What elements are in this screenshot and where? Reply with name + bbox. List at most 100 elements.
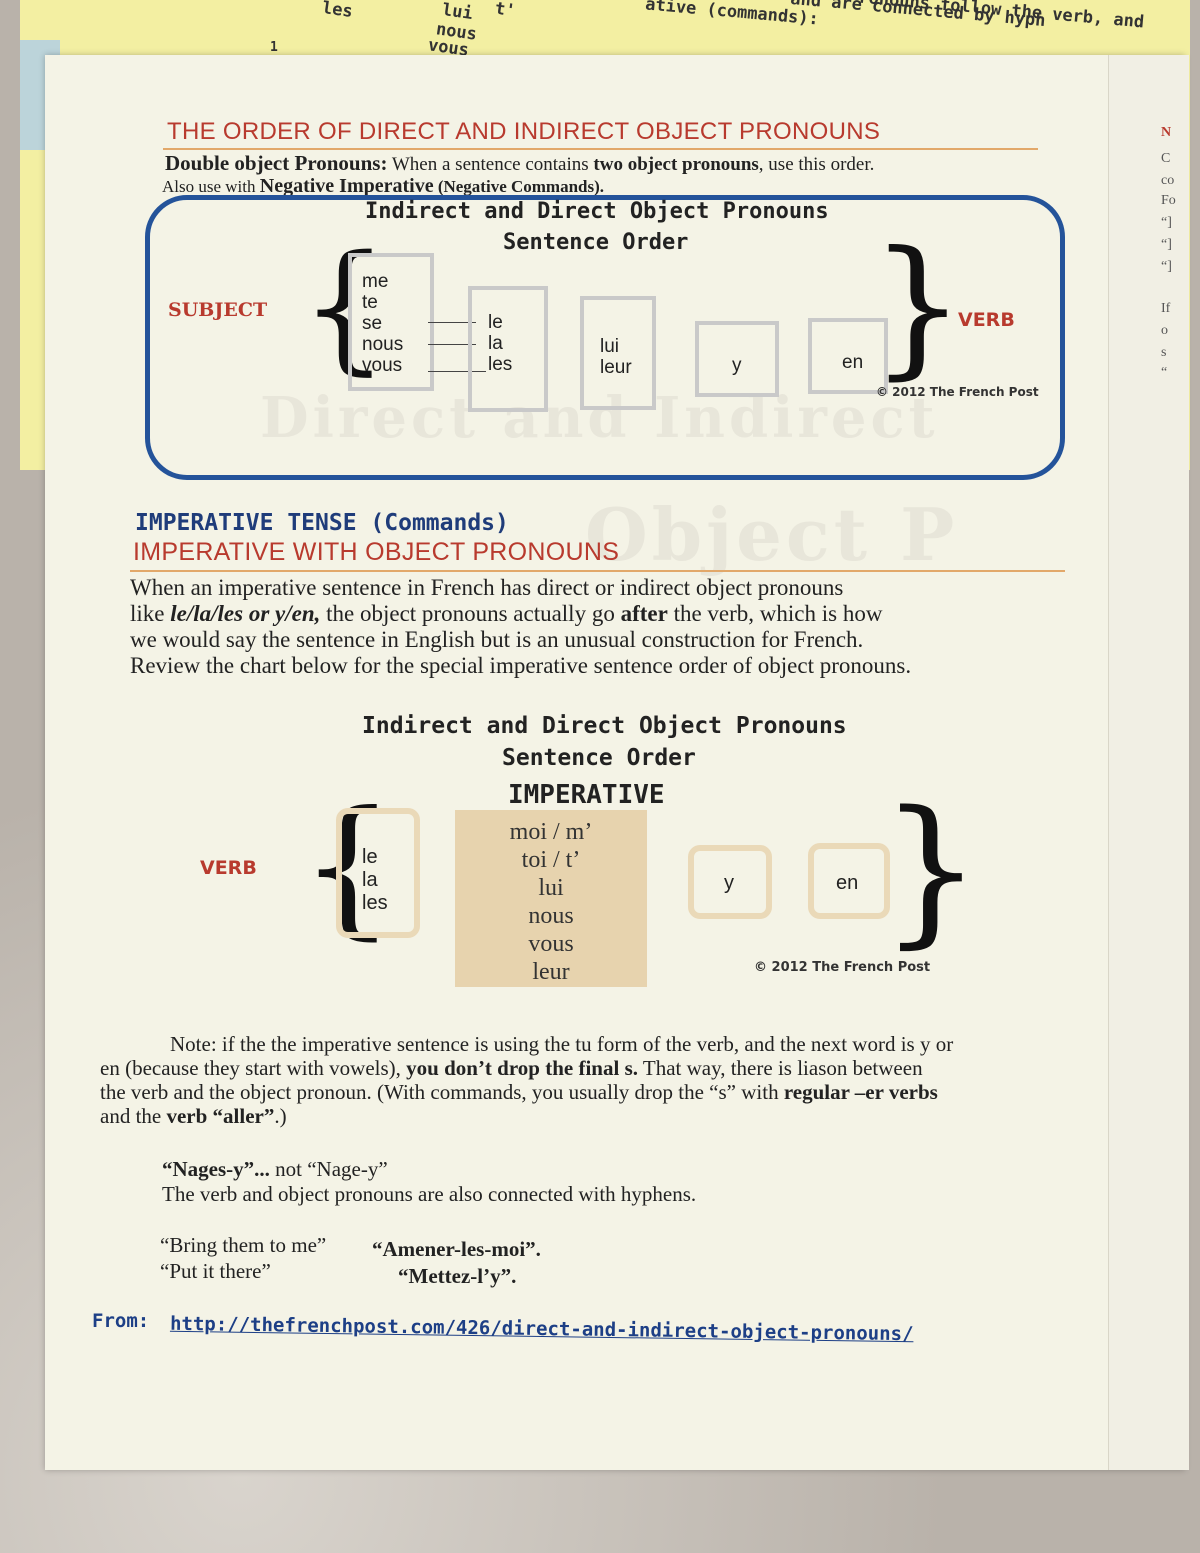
pronoun: la <box>362 869 378 891</box>
adjacent-page-strip: N C co Fo “] “] “] If o s “ <box>1108 55 1189 1470</box>
side-letter: co <box>1161 173 1175 188</box>
verb-label: VERB <box>958 309 1015 331</box>
example-hyphens: The verb and object pronouns are also co… <box>162 1182 697 1206</box>
intro-bold2: two object pronouns <box>593 154 759 175</box>
connector-line <box>428 371 486 372</box>
pronoun: nous <box>528 903 574 929</box>
para-line: Review the chart below for the special i… <box>130 653 912 678</box>
side-letter: Fo <box>1161 193 1176 208</box>
back-fragment: t' <box>493 0 517 22</box>
pronoun: la <box>488 333 503 354</box>
note-line: and the verb “aller”.) <box>100 1104 1100 1128</box>
example-english: “Bring them to me” <box>160 1233 327 1257</box>
right-brace: } <box>880 776 982 963</box>
diagram2-subtitle: Sentence Order <box>502 745 696 771</box>
diagram1-frame <box>145 195 1065 480</box>
pronoun: en <box>836 872 859 894</box>
note-text: the verb and the object pronoun. (With c… <box>100 1080 784 1104</box>
subject-label: SUBJECT <box>168 299 268 321</box>
pronoun: le <box>488 312 503 333</box>
heading-rule <box>163 148 1038 150</box>
diagram1-title: Indirect and Direct Object Pronouns <box>365 199 829 224</box>
side-letter: o <box>1161 323 1168 338</box>
section1-heading: THE ORDER OF DIRECT AND INDIRECT OBJECT … <box>167 118 881 145</box>
example-french: “Mettez-l’y”. <box>398 1264 517 1288</box>
imperative-heading: IMPERATIVE TENSE (Commands) <box>135 510 509 536</box>
note-bold: you don’t drop the final s. <box>406 1056 638 1080</box>
pronoun: en <box>842 352 864 373</box>
pronoun-box-direct: le la les <box>336 808 420 938</box>
copyright: © 2012 The French Post <box>754 960 931 975</box>
side-letter: If <box>1161 301 1171 316</box>
pronoun: moi / m’ <box>509 819 593 845</box>
para-bold: after <box>620 601 668 626</box>
pronoun-box-y: y <box>688 845 772 919</box>
para-line: When an imperative sentence in French ha… <box>130 575 844 600</box>
line2-start: Also use with <box>162 177 260 196</box>
diagram2-title: Indirect and Direct Object Pronouns <box>362 713 847 739</box>
section1-intro: Double object Pronouns: When a sentence … <box>165 151 874 176</box>
line2-bold: Negative Imperative <box>259 175 434 197</box>
example-english: “Put it there” <box>160 1259 271 1283</box>
line2-end: (Negative Commands). <box>433 177 605 196</box>
example-bold: “Nages-y”... <box>162 1157 270 1181</box>
para-text: the object pronouns actually go <box>326 601 621 626</box>
pronoun: se <box>362 313 383 334</box>
side-letter: “] <box>1161 237 1172 252</box>
pronoun: lui <box>600 336 620 357</box>
para-text: the verb, which is how <box>667 601 883 626</box>
side-letter: “] <box>1161 259 1172 274</box>
main-page <box>45 55 1185 1470</box>
intro-text: When a sentence contains <box>387 154 594 175</box>
pronoun-box-direct: le la les <box>468 286 548 412</box>
imperative-paragraph: When an imperative sentence in French ha… <box>130 575 911 679</box>
note-text: en (because they start with vowels), <box>100 1056 407 1080</box>
imperative-subheading: IMPERATIVE WITH OBJECT PRONOUNS <box>133 538 620 566</box>
note-text: and the <box>100 1104 167 1128</box>
side-letter: s <box>1161 345 1167 360</box>
intro-bold: Double object Pronouns: <box>165 151 388 175</box>
pronoun-box-indirect: lui leur <box>580 296 656 410</box>
para-like-bold: le/la/les or y/en, <box>170 601 321 626</box>
pronoun: le <box>362 846 378 868</box>
back-fragment: 1 <box>270 40 278 55</box>
side-letter: C <box>1161 151 1171 166</box>
note-text: .) <box>274 1104 287 1128</box>
pronoun-box-y: y <box>695 321 779 397</box>
note-line: Note: if the the imperative sentence is … <box>170 1032 954 1056</box>
pronoun-box-en: en <box>808 318 888 394</box>
pronoun: leur <box>532 959 570 985</box>
diagram1-subtitle: Sentence Order <box>503 230 689 255</box>
pronoun: me <box>362 271 389 292</box>
pronoun-box-en: en <box>808 843 890 919</box>
pronoun-block-indirect: moi / m’ toi / t’ lui nous vous leur <box>455 810 647 987</box>
para-like: like <box>130 601 171 626</box>
para-line: like le/la/les or y/en, the object prono… <box>130 601 911 627</box>
para-line: we would say the sentence in English but… <box>130 627 864 652</box>
example-french: “Amener-les-moi”. <box>372 1237 541 1261</box>
note-bold: regular –er verbs <box>783 1080 938 1104</box>
ghost-watermark: Object P <box>585 492 959 577</box>
example-text: not “Nage-y” <box>269 1157 388 1181</box>
note-bold: verb “aller” <box>166 1104 275 1128</box>
pronoun: vous <box>362 355 403 376</box>
heading-rule <box>130 570 1065 572</box>
pronoun: nous <box>362 334 404 355</box>
copyright: © 2012 The French Post <box>876 385 1039 399</box>
side-letter: “] <box>1161 215 1172 230</box>
verb-label: VERB <box>200 857 257 879</box>
pronoun: les <box>362 892 388 914</box>
pronoun: lui <box>538 875 564 901</box>
pronoun: leur <box>600 357 632 378</box>
note-line: the verb and the object pronoun. (With c… <box>100 1080 1100 1104</box>
pronoun: toi / t’ <box>521 847 581 873</box>
ghost-watermark: Direct and Indirect <box>260 385 939 451</box>
pronoun: y <box>732 355 742 376</box>
pronoun: vous <box>528 931 574 957</box>
note-text: That way, there is liason between <box>638 1056 923 1080</box>
example-nages: “Nages-y”... not “Nage-y” <box>162 1156 388 1182</box>
note-line: en (because they start with vowels), you… <box>100 1056 1100 1080</box>
pronoun: y <box>724 872 734 894</box>
pronoun-box-reflexive: me te se nous vous <box>348 253 434 391</box>
section1-line2: Also use with Negative Imperative (Negat… <box>162 175 604 198</box>
